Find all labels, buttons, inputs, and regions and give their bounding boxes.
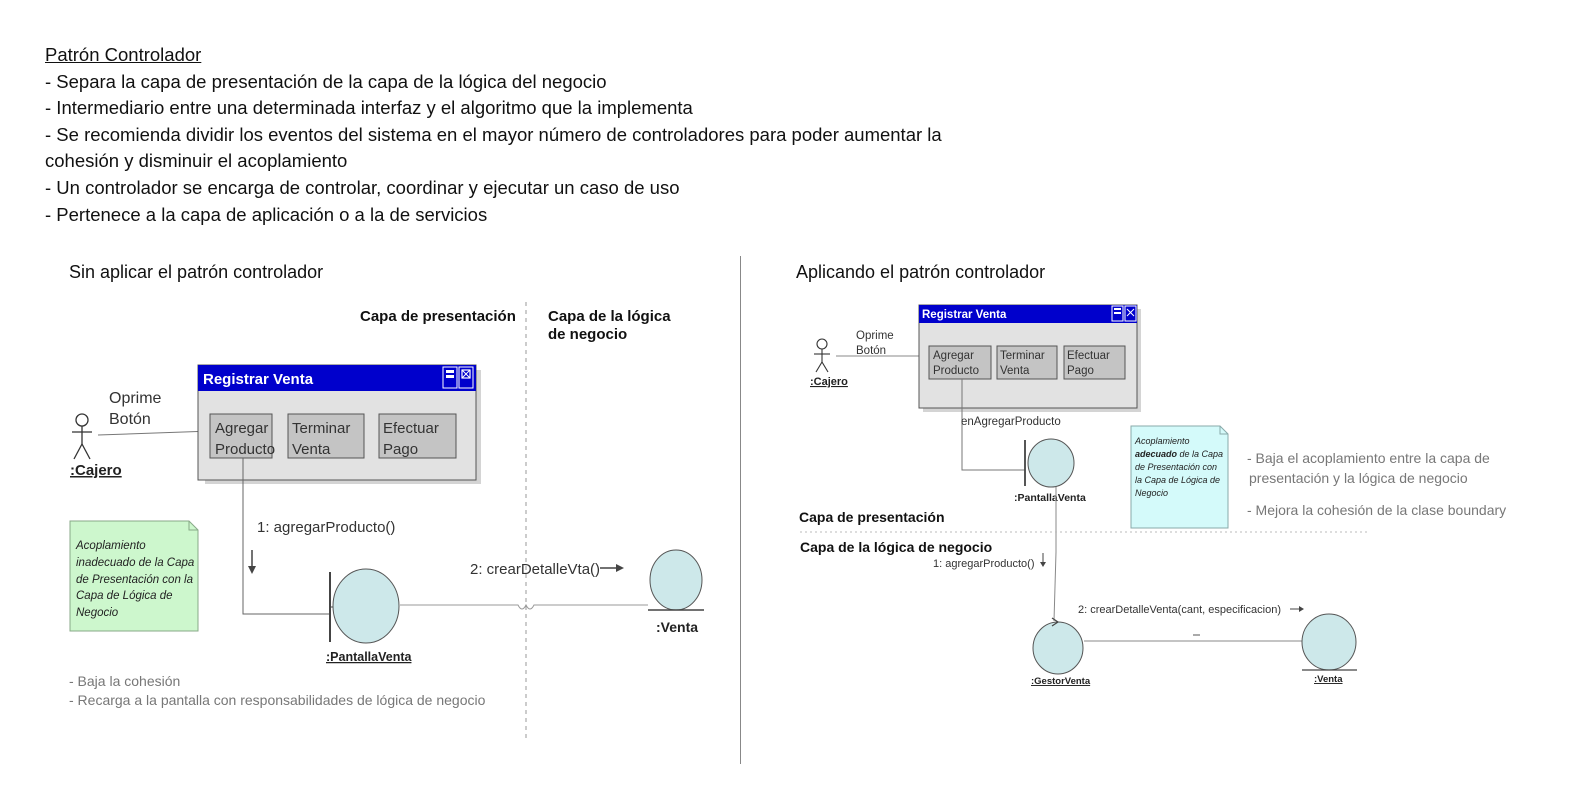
message-2: 2: crearDetalleVta() — [470, 561, 600, 578]
svg-text:Terminar: Terminar — [292, 420, 350, 437]
efectuar-pago-button[interactable]: Efectuar Pago — [378, 413, 457, 459]
agregar-producto-button[interactable]: Agregar Producto — [928, 345, 992, 380]
boundary-pantallaventa — [329, 568, 400, 644]
left-layer-logic: Capa de la lógica de negocio — [548, 308, 671, 344]
left-layer-logic-line2: de negocio — [548, 326, 628, 343]
entity-venta — [1301, 613, 1357, 671]
message-1: 1: agregarProducto() — [257, 519, 395, 536]
message-2: 2: crearDetalleVenta(cant, especificacio… — [1078, 604, 1281, 616]
left-diagram: :Cajero Oprime Botón Registrar Venta Agr… — [69, 302, 704, 740]
right-bullet: presentación y la lógica de negocio — [1249, 470, 1468, 486]
right-layer-presentation: Capa de presentación — [799, 509, 945, 525]
terminar-venta-button[interactable]: Terminar Venta — [996, 345, 1058, 380]
note-adecuado — [1130, 425, 1229, 529]
intro-title: Patrón Controlador — [45, 44, 202, 65]
entity-venta — [648, 549, 704, 611]
terminar-venta-button[interactable]: Terminar Venta — [287, 413, 365, 459]
svg-text:Efectuar: Efectuar — [1067, 350, 1110, 362]
actor-label: :Cajero — [810, 376, 848, 388]
window-boundary-link — [242, 458, 330, 615]
svg-text:Venta: Venta — [292, 441, 331, 458]
intro-line: - Se recomienda dividir los eventos del … — [45, 123, 942, 145]
left-note-text: Acoplamiento inadecuado de la Capa de Pr… — [76, 540, 195, 620]
svg-text:Agregar: Agregar — [933, 350, 974, 362]
actor-message: Oprime — [109, 390, 162, 407]
window-boundary-link — [961, 379, 1025, 471]
left-bullets: - Baja la cohesión - Recarga a la pantal… — [69, 672, 485, 710]
left-heading: Sin aplicar el patrón controlador — [69, 262, 324, 282]
left-layer-presentation: Capa de presentación — [360, 308, 516, 325]
actor-label: :Cajero — [70, 462, 122, 479]
actor-icon — [72, 413, 92, 460]
right-note-text: Acoplamiento adecuado de la Capa de Pres… — [1135, 436, 1224, 498]
control-gestorventa — [1032, 617, 1084, 675]
intro-line: - Separa la capa de presentación de la c… — [45, 70, 607, 92]
left-bullet: - Baja la cohesión — [69, 673, 181, 689]
intro-text: Patrón Controlador - Separa la capa de p… — [45, 42, 942, 228]
note-inadecuado — [69, 520, 199, 632]
control-label: :GestorVenta — [1031, 676, 1091, 687]
svg-text:Agregar: Agregar — [215, 420, 268, 437]
right-bullet: - Baja el acoplamiento entre la capa de — [1247, 450, 1490, 466]
svg-text:Pago: Pago — [383, 441, 418, 458]
entity-label: :Venta — [1314, 674, 1343, 685]
close-icon[interactable] — [1124, 305, 1137, 322]
svg-text:Pago: Pago — [1067, 365, 1094, 377]
left-layer-logic-line1: Capa de la lógica — [548, 308, 671, 325]
right-heading: Aplicando el patrón controlador — [796, 262, 1046, 282]
svg-text:Producto: Producto — [215, 441, 275, 458]
message-1: 1: agregarProducto() — [933, 558, 1035, 570]
actor-message: Botón — [856, 345, 886, 357]
left-bullet: - Recarga a la pantalla con responsabili… — [69, 692, 486, 708]
intro-line: - Pertenece a la capa de aplicación o a … — [45, 203, 488, 225]
intro-line: cohesión y disminuir el acoplamiento — [45, 150, 348, 172]
efectuar-pago-button[interactable]: Efectuar Pago — [1063, 345, 1126, 380]
agregar-producto-button[interactable]: Agregar Producto — [209, 413, 275, 459]
boundary-pantallaventa — [1024, 438, 1075, 488]
window-title: Registrar Venta — [203, 371, 314, 388]
right-bullet: - Mejora la cohesión de la clase boundar… — [1247, 502, 1507, 518]
center-divider — [740, 256, 741, 764]
boundary-entity-link — [400, 603, 648, 610]
boundary-label: :PantallaVenta — [1014, 492, 1086, 504]
boundary-control-link — [1053, 487, 1057, 622]
right-diagram: :Cajero Oprime Botón Registrar Venta Agr… — [800, 304, 1368, 687]
boundary-label: :PantallaVenta — [326, 650, 412, 664]
actor-arrow — [97, 430, 213, 436]
actor-message: Botón — [109, 411, 151, 428]
right-bullets: - Baja el acoplamiento entre la capa de … — [1247, 448, 1506, 520]
entity-label: :Venta — [656, 619, 698, 635]
intro-line: - Intermediario entre una determinada in… — [45, 97, 693, 119]
svg-text:Venta: Venta — [1000, 365, 1030, 377]
window-title: Registrar Venta — [922, 309, 1007, 321]
intro-line: - Un controlador se encarga de controlar… — [45, 176, 680, 198]
actor-icon — [814, 338, 830, 373]
svg-text:Producto: Producto — [933, 365, 979, 377]
right-layer-logic: Capa de la lógica de negocio — [800, 539, 993, 555]
actor-message: Oprime — [856, 330, 894, 342]
svg-text:Efectuar: Efectuar — [383, 420, 439, 437]
event-label: enAgregarProducto — [961, 416, 1061, 428]
svg-text:Terminar: Terminar — [1000, 350, 1045, 362]
